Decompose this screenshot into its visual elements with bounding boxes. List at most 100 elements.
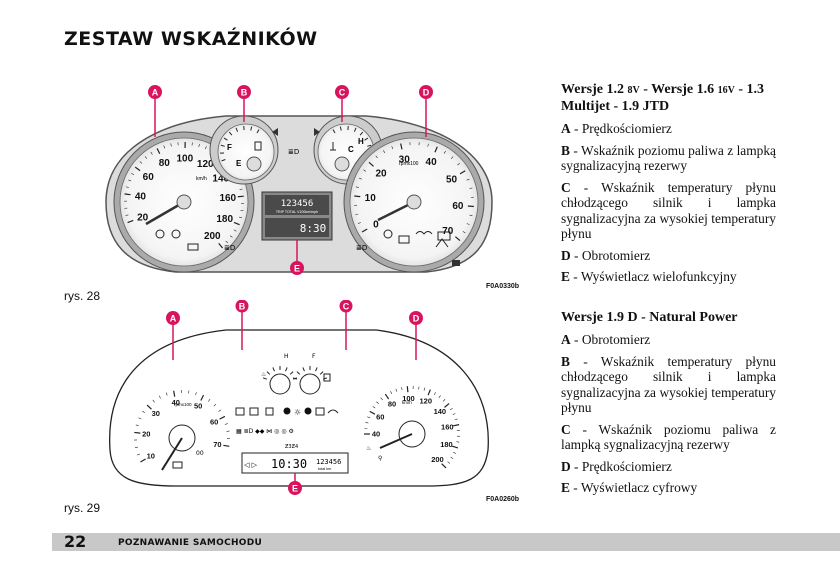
gauge-tick xyxy=(391,146,394,150)
gauge-tick xyxy=(469,187,473,189)
gauge-tick xyxy=(233,221,240,226)
gauge-tick xyxy=(369,410,376,415)
gauge-tick xyxy=(250,126,253,131)
gauge-tick xyxy=(457,162,460,166)
gauge-tick xyxy=(237,195,244,198)
gauge-tick xyxy=(449,408,453,411)
gauge-tick-label: 60 xyxy=(376,413,384,422)
gauge-tick-label: 40 xyxy=(426,157,438,168)
marker-d: D xyxy=(419,85,433,99)
marker-b-2: B xyxy=(235,300,249,313)
gauge-tick xyxy=(213,403,217,407)
svg-text:☼: ☼ xyxy=(294,408,301,417)
gauge-tick xyxy=(315,367,318,372)
gauge-tick xyxy=(221,159,226,162)
gauge-tick-label: 20 xyxy=(142,429,150,438)
gauge-tick xyxy=(462,231,466,234)
gauge-tick xyxy=(208,398,211,402)
svg-text:◁ ▷: ◁ ▷ xyxy=(244,461,258,469)
gauge-tick xyxy=(225,240,229,244)
section-2-item-e: E - Wyświetlacz cyfrowy xyxy=(561,480,698,495)
gauge-tick xyxy=(355,186,359,188)
headlight-icon: ≣D xyxy=(288,148,299,156)
gauge-tick-label: 10 xyxy=(147,452,155,461)
tacho-unit-2: rpmx100 xyxy=(174,402,192,407)
gauge-tick xyxy=(238,216,242,219)
gauge-tick xyxy=(127,219,134,224)
fuel-gauge: F E xyxy=(209,115,279,185)
gauge-tick xyxy=(453,424,460,427)
gauge-tick xyxy=(406,386,409,393)
svg-text:♨: ♨ xyxy=(261,371,266,378)
tacho-unit: rpmx100 xyxy=(399,161,419,167)
gauge-tick-label: 40 xyxy=(135,192,147,203)
gauge-tick xyxy=(355,213,359,215)
gauge-tick xyxy=(292,377,298,380)
gauge-tick-label: 140 xyxy=(434,407,447,416)
gauge-tick xyxy=(139,161,143,164)
gauge-tick xyxy=(150,151,153,155)
svg-text:C: C xyxy=(343,302,350,312)
figure-28-caption: rys. 28 xyxy=(64,289,101,303)
gauge-tick xyxy=(165,392,168,396)
gauge-tick xyxy=(400,143,403,150)
gauge-tick xyxy=(447,461,451,464)
gauge-tick xyxy=(372,406,376,409)
gauge-tick xyxy=(125,214,129,216)
gauge-tick-label: 200 xyxy=(204,231,221,242)
callout-markers: A B C D E xyxy=(148,85,433,275)
gauge-tick xyxy=(459,170,466,175)
svg-text:F: F xyxy=(312,353,316,360)
gauge-tick xyxy=(233,229,237,232)
gauge-tick xyxy=(228,131,233,136)
gauge-tick xyxy=(384,393,390,400)
gauge-tick xyxy=(137,453,141,456)
section-2-item-d: D - Prędkościomierz xyxy=(561,458,672,474)
coolant-temp-icon xyxy=(330,142,336,151)
gauge-tick xyxy=(195,392,197,396)
svg-text:⚲: ⚲ xyxy=(378,455,382,462)
section-2-item-b: B - Wskaźnik temperatury płynu chłodzące… xyxy=(561,353,776,416)
gauge-tick-label: 80 xyxy=(159,158,171,169)
gauge-tick xyxy=(427,389,431,396)
gauge-tick xyxy=(229,235,233,238)
gauge-tick-label: 40 xyxy=(372,430,380,439)
gauge-tick xyxy=(375,155,378,159)
gauge-tick-label: 60 xyxy=(210,417,218,426)
section-1-item-b: B - Wskaźnik poziomu paliwa z lampką syg… xyxy=(561,142,776,174)
warning-lamps: ☼ ▦ ≣D ◆◆ ⋈ ◎ ◎ ⚙ Ƶ3Ƶ4 xyxy=(235,407,339,450)
gauge-tick xyxy=(364,137,369,141)
gauge-tick-label: 40 xyxy=(172,398,180,407)
gauge-tick xyxy=(450,456,454,459)
gauge-tick xyxy=(368,161,374,167)
gauge-tick xyxy=(266,371,271,375)
fuel-pump-icon xyxy=(254,141,262,151)
gauge-tick xyxy=(453,451,457,454)
gauge-tick xyxy=(146,404,152,410)
gauge-tick xyxy=(367,144,372,147)
gauge-tick xyxy=(296,371,301,375)
gauge-tick-label: 60 xyxy=(143,172,155,183)
figure-28-code: F0A0330b xyxy=(486,283,520,290)
section-1-item-a: A - Prędkościomierz xyxy=(561,121,672,136)
gauge-tick xyxy=(380,397,383,401)
marker-c-2: C xyxy=(339,300,353,313)
gauge-tick-label: 30 xyxy=(152,409,160,418)
section-1-item-c: C - Wskaźnik temperatury płynu chłodzące… xyxy=(561,179,776,242)
gauge-tick-label: 120 xyxy=(197,159,214,170)
gauge-tick xyxy=(438,395,441,399)
gauge-tick xyxy=(173,390,176,397)
fuel-empty-label: E xyxy=(236,159,242,168)
gauge-tick xyxy=(450,156,454,159)
gauge-tick xyxy=(135,424,139,427)
gauge-tick xyxy=(239,188,243,190)
gauge-tick xyxy=(442,399,446,402)
speedo-unit: km/h xyxy=(196,176,207,182)
display-modes: TRIP TOTAL V100km/mph xyxy=(276,210,318,214)
gauge-tick xyxy=(158,395,161,399)
gauge-tick xyxy=(441,463,447,469)
gauge-tick xyxy=(466,223,470,225)
temp-cold-label: C xyxy=(348,145,354,154)
section-1-item-d: D - Obrotomierz xyxy=(561,247,651,263)
gauge-tick xyxy=(353,127,357,132)
